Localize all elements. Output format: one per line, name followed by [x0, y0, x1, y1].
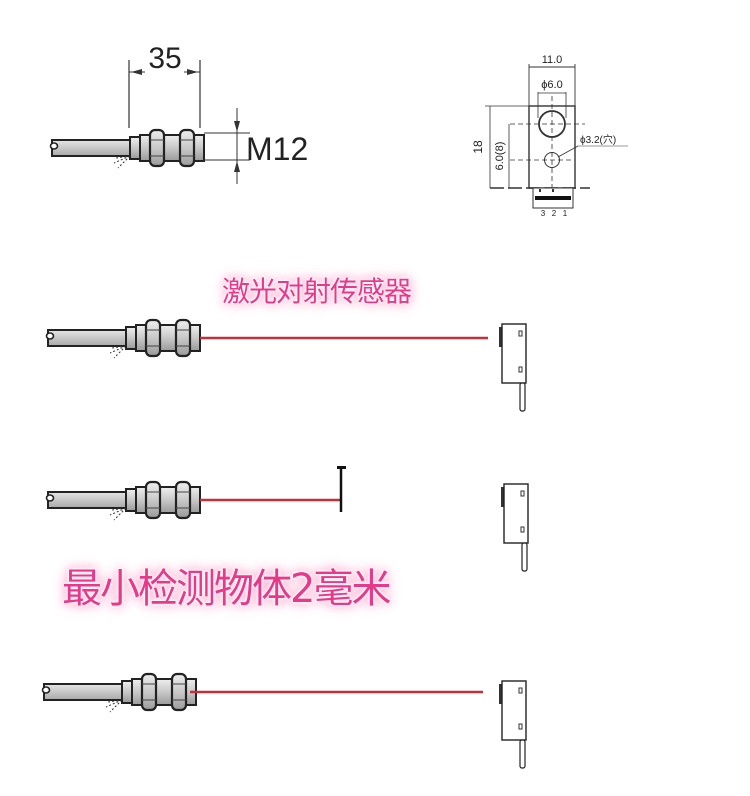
thread-dimension-label: M12 — [246, 131, 308, 167]
length-dimension-label: 35 — [148, 42, 181, 75]
scenario-beam-clear — [45, 318, 527, 412]
hole-diameter-label: ϕ3.2(穴) — [580, 133, 616, 146]
receiver-dimension-labels: 11.0 ϕ6.0 18 6.0(8) ϕ3.2(穴) 3 2 1 — [471, 54, 616, 218]
receiver-sensor — [498, 680, 527, 769]
sensor-side-view — [49, 128, 206, 170]
receiver-sensor — [498, 323, 527, 412]
pin-label-1: 1 — [563, 209, 568, 218]
emitter-sensor — [45, 318, 202, 360]
detected-object-marker — [337, 466, 346, 512]
emitter-sensor — [41, 672, 198, 714]
receiver-dimension-drawing — [485, 64, 628, 209]
sensor-dimension-drawing: 35 M12 — [49, 42, 308, 184]
scenario-beam-blocked — [45, 466, 529, 572]
width-label: 11.0 — [542, 54, 563, 66]
height-label: 18 — [471, 140, 485, 154]
pin-label-3: 3 — [541, 209, 546, 218]
emitter-sensor — [45, 480, 202, 522]
lens-diameter-label: ϕ6.0 — [541, 79, 562, 91]
pin-label-2: 2 — [552, 209, 557, 218]
min-object-caption: 最小检测物体2毫米 — [62, 566, 391, 612]
title-caption: 激光对射传感器 — [222, 275, 412, 308]
scenario-beam-clear-2 — [41, 672, 527, 769]
hole-spacing-label: 6.0(8) — [494, 142, 506, 171]
receiver-sensor — [500, 483, 529, 572]
